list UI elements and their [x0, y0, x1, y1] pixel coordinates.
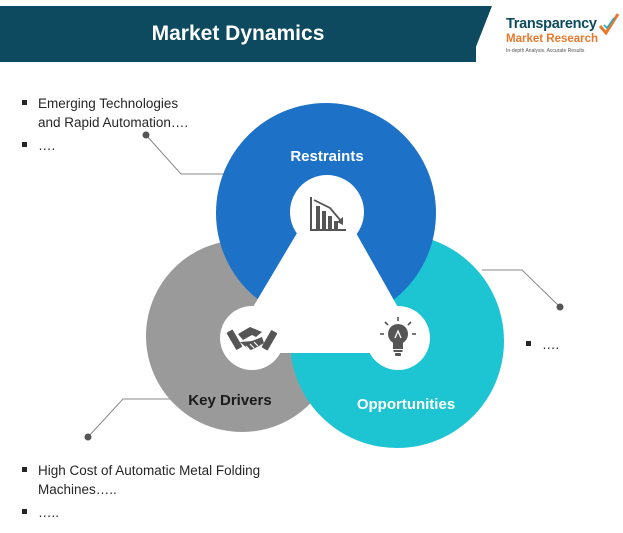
- logo-checkmark-icon: [598, 13, 620, 36]
- list-item: Emerging Technologies and Rapid Automati…: [20, 94, 190, 132]
- drivers-connector: [87, 398, 170, 438]
- header-banner: [0, 6, 476, 62]
- driver-point-text: …..: [38, 505, 60, 520]
- bullet-icon: [22, 509, 27, 514]
- opportunities-points: ….: [524, 335, 604, 354]
- bullet-icon: [22, 142, 27, 147]
- list-item: ….: [524, 335, 604, 354]
- restraints-connector: [145, 134, 230, 175]
- logo-line-2: Market Research: [506, 33, 599, 45]
- opportunities-connector-dot: [556, 303, 564, 311]
- opportunities-label: Opportunities: [357, 396, 455, 413]
- bullet-icon: [526, 341, 531, 346]
- restraints-icon-disc: [290, 175, 364, 249]
- restraints-connector-dot: [142, 131, 150, 139]
- header-banner-slant: [470, 6, 492, 62]
- logo-line-1: Transparency: [506, 16, 597, 32]
- key-drivers-label: Key Drivers: [188, 392, 271, 409]
- opportunity-point-text: ….: [542, 337, 560, 352]
- bullet-icon: [22, 467, 27, 472]
- list-item: …..: [20, 503, 320, 522]
- handshake-icon: [226, 327, 278, 351]
- list-item: ….: [20, 136, 190, 155]
- logo-tagline: In-depth Analysis. Accurate Results: [506, 48, 585, 54]
- drivers-connector-dot: [84, 433, 92, 441]
- declining-bar-chart-icon: [310, 197, 346, 231]
- drivers-icon-disc: [220, 306, 284, 370]
- lightbulb-icon: [380, 317, 416, 356]
- list-item: High Cost of Automatic Metal Folding Mac…: [20, 461, 320, 499]
- bullet-icon: [22, 100, 27, 105]
- driver-point-text: High Cost of Automatic Metal Folding Mac…: [38, 463, 261, 497]
- drivers-points: High Cost of Automatic Metal Folding Mac…: [20, 461, 320, 522]
- restraints-label: Restraints: [290, 148, 363, 165]
- restraint-point-text: ….: [38, 138, 56, 153]
- page-title: Market Dynamics: [151, 22, 325, 45]
- company-logo: Transparency Market Research In-depth An…: [506, 13, 620, 60]
- restraints-points: Emerging Technologies and Rapid Automati…: [20, 94, 190, 155]
- opportunities-connector: [482, 269, 561, 308]
- restraint-point-text: Emerging Technologies and Rapid Automati…: [38, 96, 189, 130]
- center-triangle: [237, 197, 413, 353]
